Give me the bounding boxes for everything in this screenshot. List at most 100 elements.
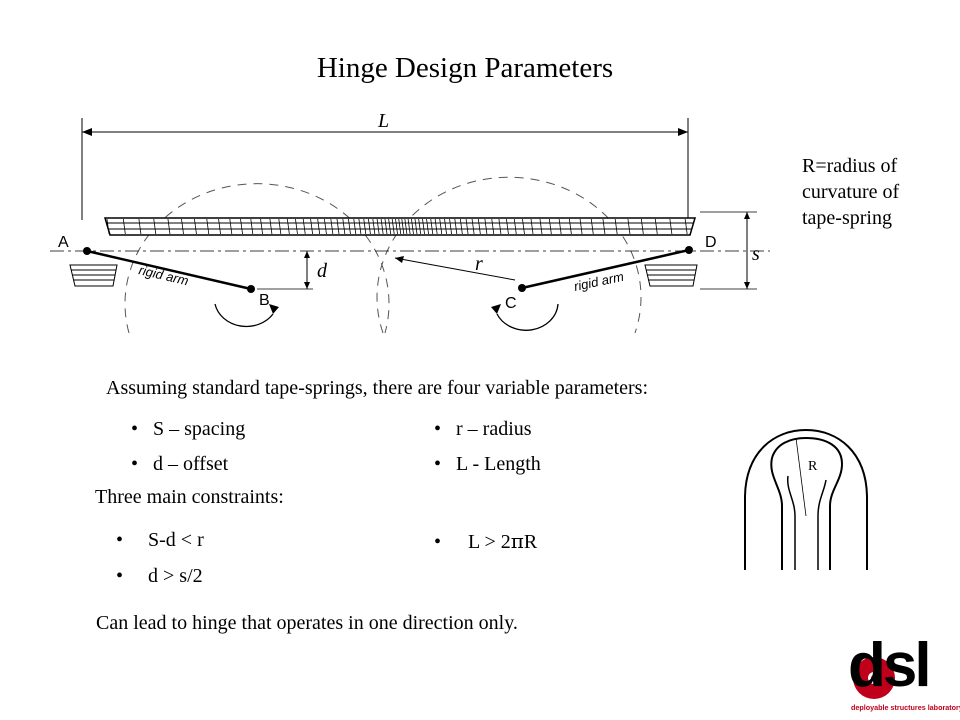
tape-spring-rib (407, 218, 411, 235)
right-end-block (644, 264, 698, 287)
label-r: r (475, 253, 483, 275)
tape-spring-rib (348, 218, 351, 235)
tape-spring-rib (602, 218, 606, 235)
bullet-constraint-3: •L > 2πR (434, 529, 538, 553)
intro-text: Assuming standard tape-springs, there ar… (106, 377, 649, 399)
tape-spring-rib (363, 218, 367, 235)
joint-B (247, 285, 255, 293)
parameter-radius: r – radius (456, 418, 532, 440)
parameter-spacing: S – spacing (153, 418, 246, 440)
tape-spring-rib (286, 218, 290, 235)
tape-spring-rib (324, 218, 327, 235)
dsl-logo: dsl deployable structures laboratory (848, 635, 960, 718)
tape-spring-rib (513, 218, 517, 235)
joint-C (518, 284, 526, 292)
tape-spring-rib (342, 218, 346, 235)
tape-spring-rib (368, 218, 371, 235)
tape-spring-rib (278, 218, 282, 235)
rotation-arrow-B (214, 303, 274, 328)
constraints-heading: Three main constraints: (95, 486, 284, 508)
label-rigid-arm-left: rigid arm (137, 262, 190, 288)
tape-spring-rib (401, 218, 405, 235)
tape-spring-rib (465, 218, 469, 235)
tape-spring-rib (484, 218, 488, 235)
tape-spring-rib (640, 218, 644, 235)
tape-spring-rib (194, 218, 197, 235)
inner-tape-outline (770, 436, 844, 570)
tape-spring-rib (539, 218, 543, 235)
tape-spring-rib (336, 218, 340, 235)
tape-spring-rib (302, 218, 306, 235)
label-L: L (377, 110, 389, 132)
tape-spring-rib (418, 218, 422, 235)
tape-spring-rib (414, 218, 418, 235)
tape-spring-rib (548, 218, 552, 235)
tape-spring-rib (627, 218, 631, 235)
bullet-constraint-1: •S-d < r (116, 529, 204, 551)
logo-red-disc (853, 657, 895, 699)
tape-spring-rib (684, 218, 688, 235)
label-s: s (752, 243, 760, 265)
tape-spring-rib (411, 218, 414, 235)
radius-line (394, 257, 516, 281)
radius-note: R=radius of curvature of tape-spring (802, 155, 900, 229)
tape-spring-rib (449, 218, 452, 235)
tape-spring-rib (269, 218, 273, 235)
tape-spring-rib (398, 218, 402, 235)
rigid-arm-right (521, 248, 690, 290)
tape-spring-rib (459, 218, 463, 235)
label-rigid-arm-right: rigid arm (573, 269, 626, 294)
hinge-diagram: L A D B C rigid arm rigid arm d r (50, 110, 770, 334)
inset-radius-line (795, 437, 807, 517)
tape-spring-rib (530, 218, 534, 235)
tape-spring-rib (590, 218, 594, 235)
joint-A (83, 247, 91, 255)
tape-spring-rib (122, 218, 126, 235)
tape-spring-rib (310, 218, 314, 235)
tape-spring-rib (426, 218, 429, 235)
bullet-length: •L - Length (434, 453, 541, 475)
tape-spring-rib (422, 218, 425, 235)
tape-spring-rib (669, 218, 673, 235)
tape-spring-rib (391, 218, 395, 235)
tape-spring-rib (404, 218, 408, 235)
left-dashed-arc (124, 183, 390, 334)
tape-spring-rib (568, 218, 572, 235)
tape-spring-rib (353, 218, 357, 235)
tape-spring-rib (260, 218, 263, 235)
tape-spring-rib (491, 218, 495, 235)
tape-spring-rib (430, 218, 434, 235)
logo-word: dsl (848, 631, 932, 700)
tape-spring-rib (372, 218, 376, 235)
tape-spring-rib (654, 218, 658, 235)
constraint-1: S-d < r (148, 529, 204, 551)
tape-spring-rib (218, 218, 221, 235)
conclusion-text: Can lead to hinge that operates in one d… (96, 612, 518, 634)
tape-spring-rib (388, 218, 392, 235)
tape-spring-rib (558, 218, 562, 235)
right-dashed-arc (376, 176, 642, 334)
bullet-offset: •d – offset (131, 453, 229, 475)
tape-spring-rib (384, 218, 388, 235)
tape-spring-rib (498, 218, 502, 235)
slide-title: Hinge Design Parameters (316, 52, 614, 84)
inset-label-R: R (808, 459, 818, 474)
tape-spring-rib (206, 218, 210, 235)
tape-spring-inset: R (744, 428, 868, 570)
label-C: C (505, 295, 517, 312)
tape-spring-rib (522, 218, 525, 235)
tape-spring-rib (330, 218, 334, 235)
logo-tagline: deployable structures laboratory (851, 703, 960, 712)
parameter-offset: d – offset (153, 453, 229, 475)
label-B: B (259, 292, 270, 309)
left-end-block (69, 264, 118, 287)
rigid-arm-left (86, 249, 252, 291)
tape-spring-rib (454, 218, 458, 235)
bullet-constraint-2: •d > s/2 (116, 565, 203, 587)
joint-D (685, 246, 693, 254)
tape-spring-rib (138, 218, 142, 235)
tape-spring-rib (358, 218, 362, 235)
tape-spring-rib (250, 218, 254, 235)
tape-spring-rib (181, 218, 184, 235)
tape-spring-rib (106, 218, 110, 235)
